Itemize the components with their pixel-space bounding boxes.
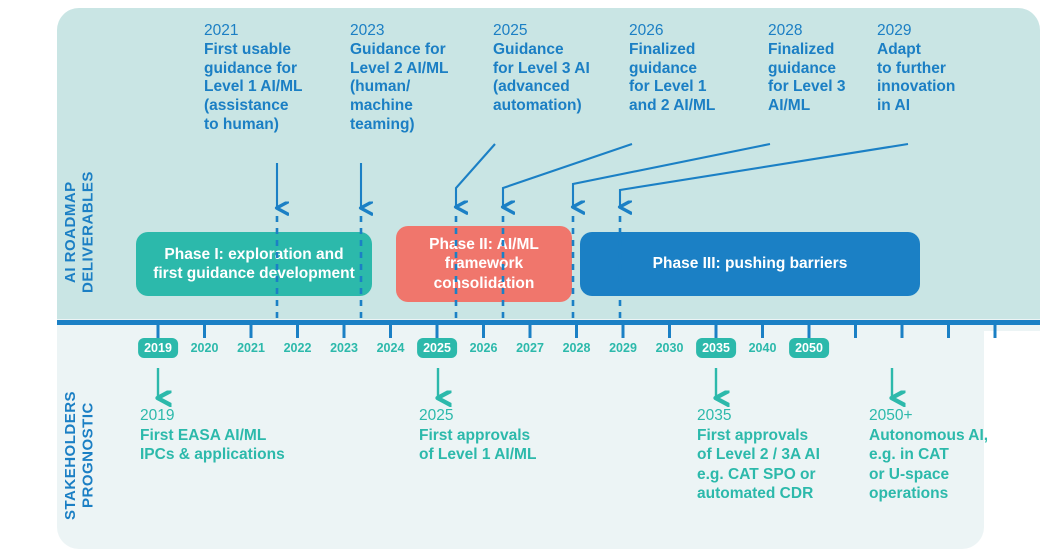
deliverable-year: 2023 <box>350 22 385 39</box>
prognostic-block-2050: 2050+ Autonomous AI, e.g. in CAT or U-sp… <box>869 406 1019 504</box>
phase-bar-1[interactable]: Phase I: exploration and first guidance … <box>136 232 372 296</box>
timeline-year-2024[interactable]: 2024 <box>376 341 405 355</box>
deliverable-text: Adapt to further innovation in AI <box>877 40 956 114</box>
timeline-year-2040[interactable]: 2040 <box>748 341 777 355</box>
timeline-year-2029[interactable]: 2029 <box>609 341 637 355</box>
deliverable-year: 2025 <box>493 22 528 39</box>
timeline-year-2050[interactable]: 2050 <box>789 338 829 358</box>
timeline-year-2020[interactable]: 2020 <box>190 341 219 355</box>
stakeholders-prognostic-panel <box>57 331 984 549</box>
prognostic-text: First approvals of Level 2 / 3A AI e.g. … <box>697 426 820 503</box>
deliverable-callout-2028: 2028 Finalized guidance for Level 3 AI/M… <box>768 22 876 116</box>
timeline-year-2027[interactable]: 2027 <box>516 341 544 355</box>
prognostic-block-2035: 2035 First approvals of Level 2 / 3A AI … <box>697 406 869 504</box>
deliverable-text: Finalized guidance for Level 1 and 2 AI/… <box>629 40 716 114</box>
timeline-year-2022[interactable]: 2022 <box>283 341 312 355</box>
timeline-year-2025[interactable]: 2025 <box>417 338 457 358</box>
deliverable-year: 2021 <box>204 22 239 39</box>
prognostic-year: 2035 <box>697 407 732 424</box>
phase-bar-3[interactable]: Phase III: pushing barriers <box>580 232 920 296</box>
timeline-year-2023[interactable]: 2023 <box>330 341 358 355</box>
prognostic-text: First EASA AI/ML IPCs & applications <box>140 426 285 464</box>
prognostic-block-2019: 2019 First EASA AI/ML IPCs & application… <box>140 406 340 465</box>
prognostic-year: 2050+ <box>869 407 913 424</box>
deliverable-callout-2021: 2021 First usable guidance for Level 1 A… <box>204 22 324 135</box>
timeline-year-2035[interactable]: 2035 <box>696 338 736 358</box>
deliverable-text: Guidance for Level 2 AI/ML (human/ machi… <box>350 40 449 133</box>
timeline-year-2030[interactable]: 2030 <box>655 341 684 355</box>
deliverable-callout-2026: 2026 Finalized guidance for Level 1 and … <box>629 22 749 116</box>
prognostic-year: 2025 <box>419 407 454 424</box>
deliverable-year: 2026 <box>629 22 664 39</box>
timeline-year-2019[interactable]: 2019 <box>138 338 178 358</box>
phase-bar-2[interactable]: Phase II: AI/ML framework consolidation <box>396 226 572 302</box>
deliverable-callout-2025: 2025 Guidance for Level 3 AI (advanced a… <box>493 22 619 116</box>
deliverable-text: Finalized guidance for Level 3 AI/ML <box>768 40 846 114</box>
deliverable-text: Guidance for Level 3 AI (advanced automa… <box>493 40 590 114</box>
timeline-year-2026[interactable]: 2026 <box>469 341 498 355</box>
deliverable-year: 2029 <box>877 22 912 39</box>
prognostic-year: 2019 <box>140 407 175 424</box>
deliverable-callout-2023: 2023 Guidance for Level 2 AI/ML (human/ … <box>350 22 476 135</box>
prognostic-text: First approvals of Level 1 AI/ML <box>419 426 537 464</box>
timeline-year-2028[interactable]: 2028 <box>562 341 591 355</box>
deliverable-callout-2029: 2029 Adapt to further innovation in AI <box>877 22 987 116</box>
axis-background-band <box>57 319 1040 331</box>
section-label-stakeholders-prognostic: STAKEHOLDERS PROGNOSTIC <box>62 390 97 520</box>
deliverable-year: 2028 <box>768 22 803 39</box>
prognostic-text: Autonomous AI, e.g. in CAT or U-space op… <box>869 426 989 503</box>
deliverable-text: First usable guidance for Level 1 AI/ML … <box>204 40 303 133</box>
prognostic-block-2025: 2025 First approvals of Level 1 AI/ML <box>419 406 594 465</box>
timeline-year-2021[interactable]: 2021 <box>237 341 265 355</box>
section-label-ai-roadmap-deliverables: AI ROADMAP DELIVERABLES <box>62 171 97 293</box>
